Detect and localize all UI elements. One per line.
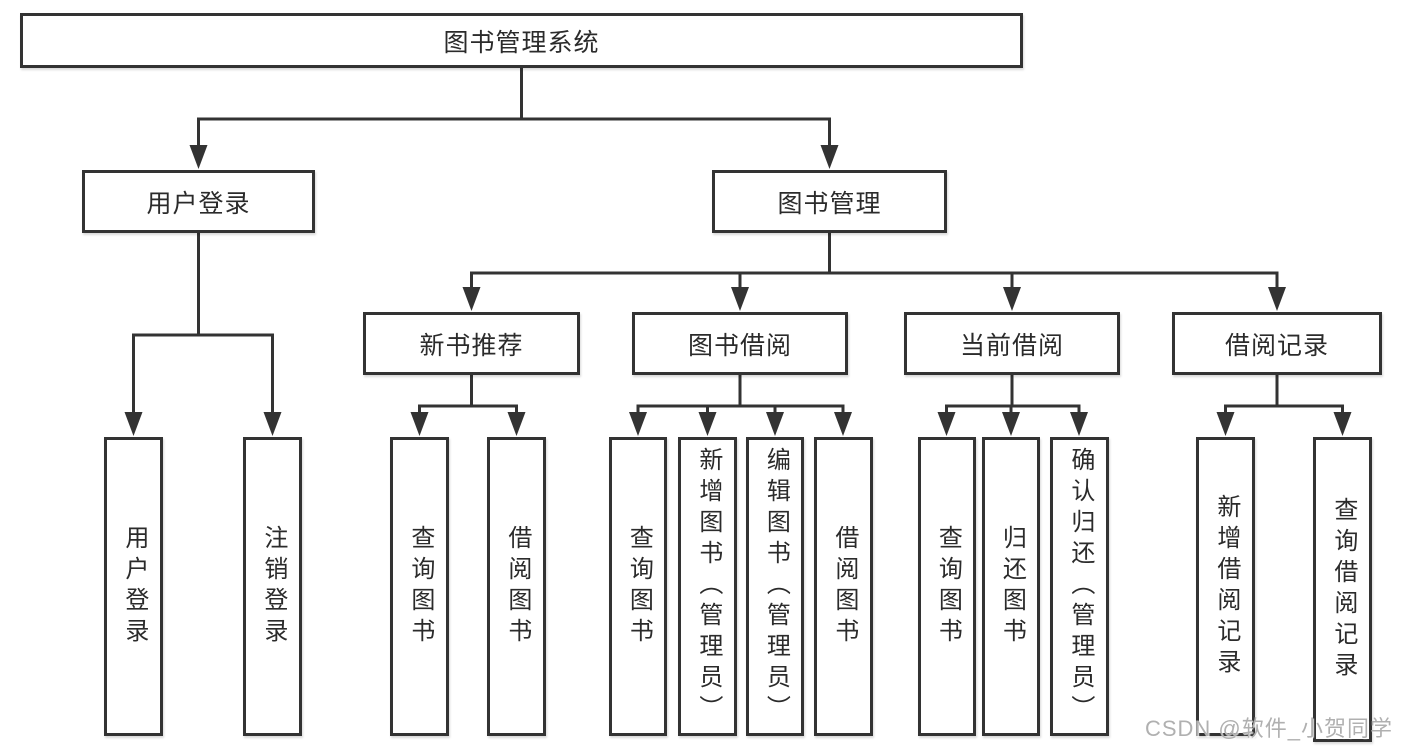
connector-book-management-to-level3 (462, 233, 1286, 311)
node-new-book-recommend: 新书推荐 (363, 312, 580, 375)
leaf-edit-books-admin: 编辑图书（管理员） (746, 437, 804, 736)
connector-borrow-records-to-children (1216, 375, 1352, 436)
connector-current-borrow-to-children (937, 375, 1088, 436)
leaf-query-books-borrow: 查询图书 (609, 437, 667, 736)
connector-book-borrow-to-children (629, 375, 852, 436)
node-current-borrow: 当前借阅 (904, 312, 1120, 375)
connector-root-to-level2 (189, 66, 839, 169)
connector-user-login-to-children (124, 233, 282, 436)
node-user-login: 用户登录 (82, 170, 315, 233)
leaf-add-borrow-record: 新增借阅记录 (1196, 437, 1255, 736)
node-book-management: 图书管理 (712, 170, 947, 233)
csdn-watermark: CSDN @软件_小贺同学 (1144, 716, 1393, 741)
leaf-user-login: 用户登录 (104, 437, 163, 736)
leaf-query-borrow-record: 查询借阅记录 (1313, 437, 1372, 742)
connector-new-book-recommend-to-children (410, 375, 526, 436)
node-book-borrow: 图书借阅 (632, 312, 848, 375)
leaf-logout: 注销登录 (243, 437, 302, 736)
leaf-borrow-books: 借阅图书 (814, 437, 873, 736)
leaf-query-books-current: 查询图书 (918, 437, 976, 736)
leaf-add-books-admin: 新增图书（管理员） (678, 437, 737, 736)
leaf-borrow-books-recommend: 借阅图书 (487, 437, 546, 736)
leaf-confirm-return-admin: 确认归还（管理员） (1050, 437, 1109, 736)
node-library-management-system: 图书管理系统 (20, 13, 1023, 68)
leaf-query-books-recommend: 查询图书 (390, 437, 449, 736)
leaf-return-books: 归还图书 (982, 437, 1040, 736)
node-borrow-records: 借阅记录 (1172, 312, 1382, 375)
